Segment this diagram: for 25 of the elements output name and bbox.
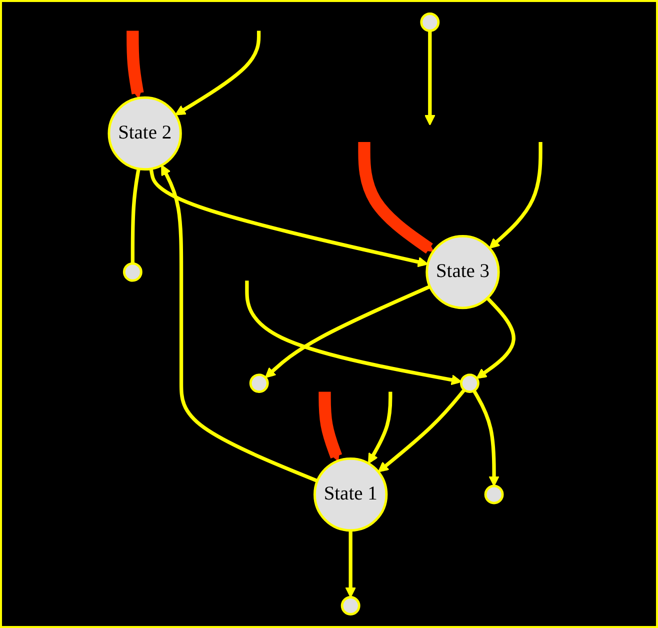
- dot-circle: [249, 374, 269, 394]
- dot-circle: [420, 12, 440, 32]
- dot-circle: [122, 262, 142, 282]
- arrow: [358, 142, 434, 254]
- state-circle: State 1: [314, 457, 388, 532]
- line: [130, 168, 140, 264]
- arrow: [476, 296, 516, 379]
- arrow: [264, 284, 431, 378]
- dot-circle: [340, 596, 360, 616]
- arrow: [472, 390, 500, 486]
- arrow: [489, 142, 542, 249]
- arrow: [368, 392, 392, 464]
- arrow: [378, 388, 466, 472]
- arrow: [245, 280, 462, 386]
- dot-circle: [484, 484, 504, 504]
- arrow: [161, 164, 318, 483]
- arrow: [345, 530, 356, 598]
- arrow: [318, 391, 342, 462]
- arrow: [424, 30, 436, 126]
- state-circle: State 2: [108, 96, 182, 171]
- arrow: [174, 30, 261, 116]
- arrow: [149, 168, 428, 268]
- dot-circle: [460, 374, 480, 394]
- arrow: [126, 30, 144, 99]
- state-circle: State 3: [426, 234, 500, 310]
